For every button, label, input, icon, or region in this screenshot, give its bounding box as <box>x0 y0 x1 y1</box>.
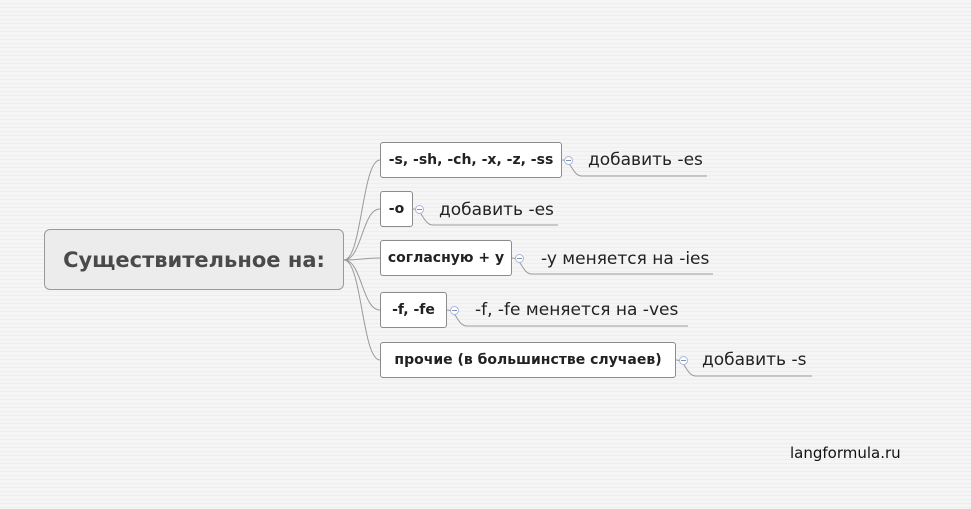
connector-root-topic-1 <box>343 159 381 261</box>
connector-topic-5-note <box>675 359 812 377</box>
rule-y-to-ies: -y меняется на -ies <box>541 249 710 269</box>
connector-root-topic-3 <box>343 257 381 261</box>
root-topic-label: Существительное на: <box>63 247 325 272</box>
connector-root-topic-2 <box>343 208 381 261</box>
rule-add-es: добавить -es <box>588 150 703 170</box>
watermark-text: langformula.ru <box>790 444 901 462</box>
rule-add-s: добавить -s <box>702 350 807 370</box>
topic-label: -s, -sh, -ch, -x, -z, -ss <box>388 152 554 168</box>
connector-topic-3-note <box>511 257 713 275</box>
connector-root-topic-4 <box>343 259 381 311</box>
topic-ending-consonant-y[interactable]: согласную + y <box>380 240 512 276</box>
topic-label: -f, -fe <box>392 302 435 318</box>
rule-add-es: добавить -es <box>439 200 554 220</box>
connector-topic-4-note <box>446 309 688 327</box>
collapse-icon[interactable] <box>415 205 424 214</box>
topic-ending-f-fe[interactable]: -f, -fe <box>380 292 447 328</box>
collapse-icon[interactable] <box>515 254 524 263</box>
topic-label: согласную + y <box>387 250 505 266</box>
connector-root-topic-5 <box>343 259 381 361</box>
root-topic[interactable]: Существительное на: <box>44 229 344 290</box>
topic-label: -o <box>388 201 405 217</box>
collapse-icon[interactable] <box>450 306 459 315</box>
collapse-icon[interactable] <box>679 356 688 365</box>
topic-ending-s-sh-ch-x-z-ss[interactable]: -s, -sh, -ch, -x, -z, -ss <box>380 142 562 178</box>
topic-ending-o[interactable]: -o <box>380 191 413 227</box>
collapse-icon[interactable] <box>564 156 573 165</box>
topic-label: прочие (в большинстве случаев) <box>394 352 662 368</box>
rule-f-fe-to-ves: -f, -fe меняется на -ves <box>475 300 679 320</box>
topic-ending-other[interactable]: прочие (в большинстве случаев) <box>380 342 676 378</box>
